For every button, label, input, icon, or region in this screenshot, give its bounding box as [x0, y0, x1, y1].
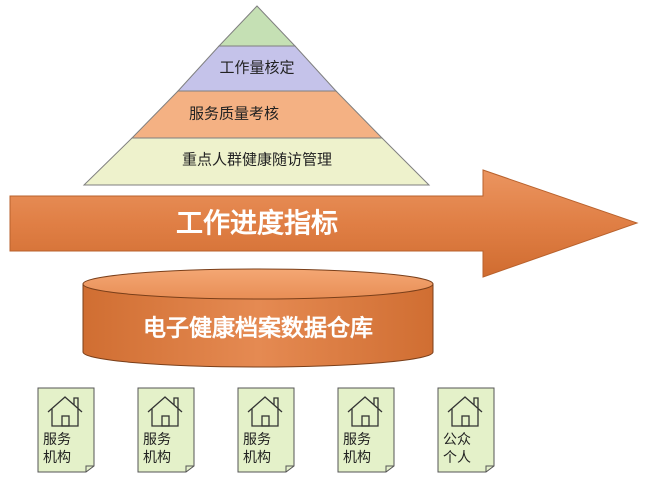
document-fold [85, 465, 94, 472]
arrow-label: 工作进度指标 [176, 208, 338, 240]
source-document: 公众 个人 [437, 387, 495, 473]
document-fold [185, 465, 194, 472]
source-label-line1: 服务 [143, 432, 171, 448]
source-documents: 服务 机构 服务 机构 服务 机构 [37, 387, 495, 473]
arrow-shape [9, 169, 639, 278]
source-document: 服务 机构 [237, 387, 295, 473]
source-label-line1: 公众 [443, 432, 471, 448]
pyramid-label-quality: 服务质量考核 [189, 105, 279, 123]
document-fold [385, 465, 394, 472]
pyramid-label-followup: 重点人群健康随访管理 [182, 151, 332, 169]
progress-arrow: 工作进度指标 [9, 169, 639, 278]
pyramid: 工作量核定 服务质量考核 重点人群健康随访管理 [82, 5, 431, 186]
database-cylinder: 电子健康档案数据仓库 [82, 268, 434, 368]
source-label-line1: 服务 [243, 432, 271, 448]
house-icon [147, 396, 183, 427]
source-label-line1: 服务 [343, 432, 371, 448]
pyramid-label-workload: 工作量核定 [219, 59, 294, 77]
document-fold [285, 465, 294, 472]
database-label: 电子健康档案数据仓库 [143, 315, 373, 342]
source-label-line2: 个人 [443, 450, 471, 466]
house-icon [447, 396, 483, 427]
house-icon [247, 396, 283, 427]
source-label-line2: 机构 [43, 450, 71, 466]
database-top [82, 268, 434, 300]
source-document: 服务 机构 [137, 387, 195, 473]
source-label-line1: 服务 [43, 432, 71, 448]
source-label-line2: 机构 [243, 450, 271, 466]
source-label-line2: 机构 [343, 450, 371, 466]
house-icon [47, 396, 83, 427]
document-fold [485, 465, 494, 472]
pyramid-level-followup [82, 137, 431, 186]
pyramid-apex [217, 5, 297, 47]
database-body [82, 283, 434, 368]
source-document: 服务 机构 [337, 387, 395, 473]
source-label-line2: 机构 [143, 450, 171, 466]
house-icon [347, 396, 383, 427]
source-document: 服务 机构 [37, 387, 95, 473]
